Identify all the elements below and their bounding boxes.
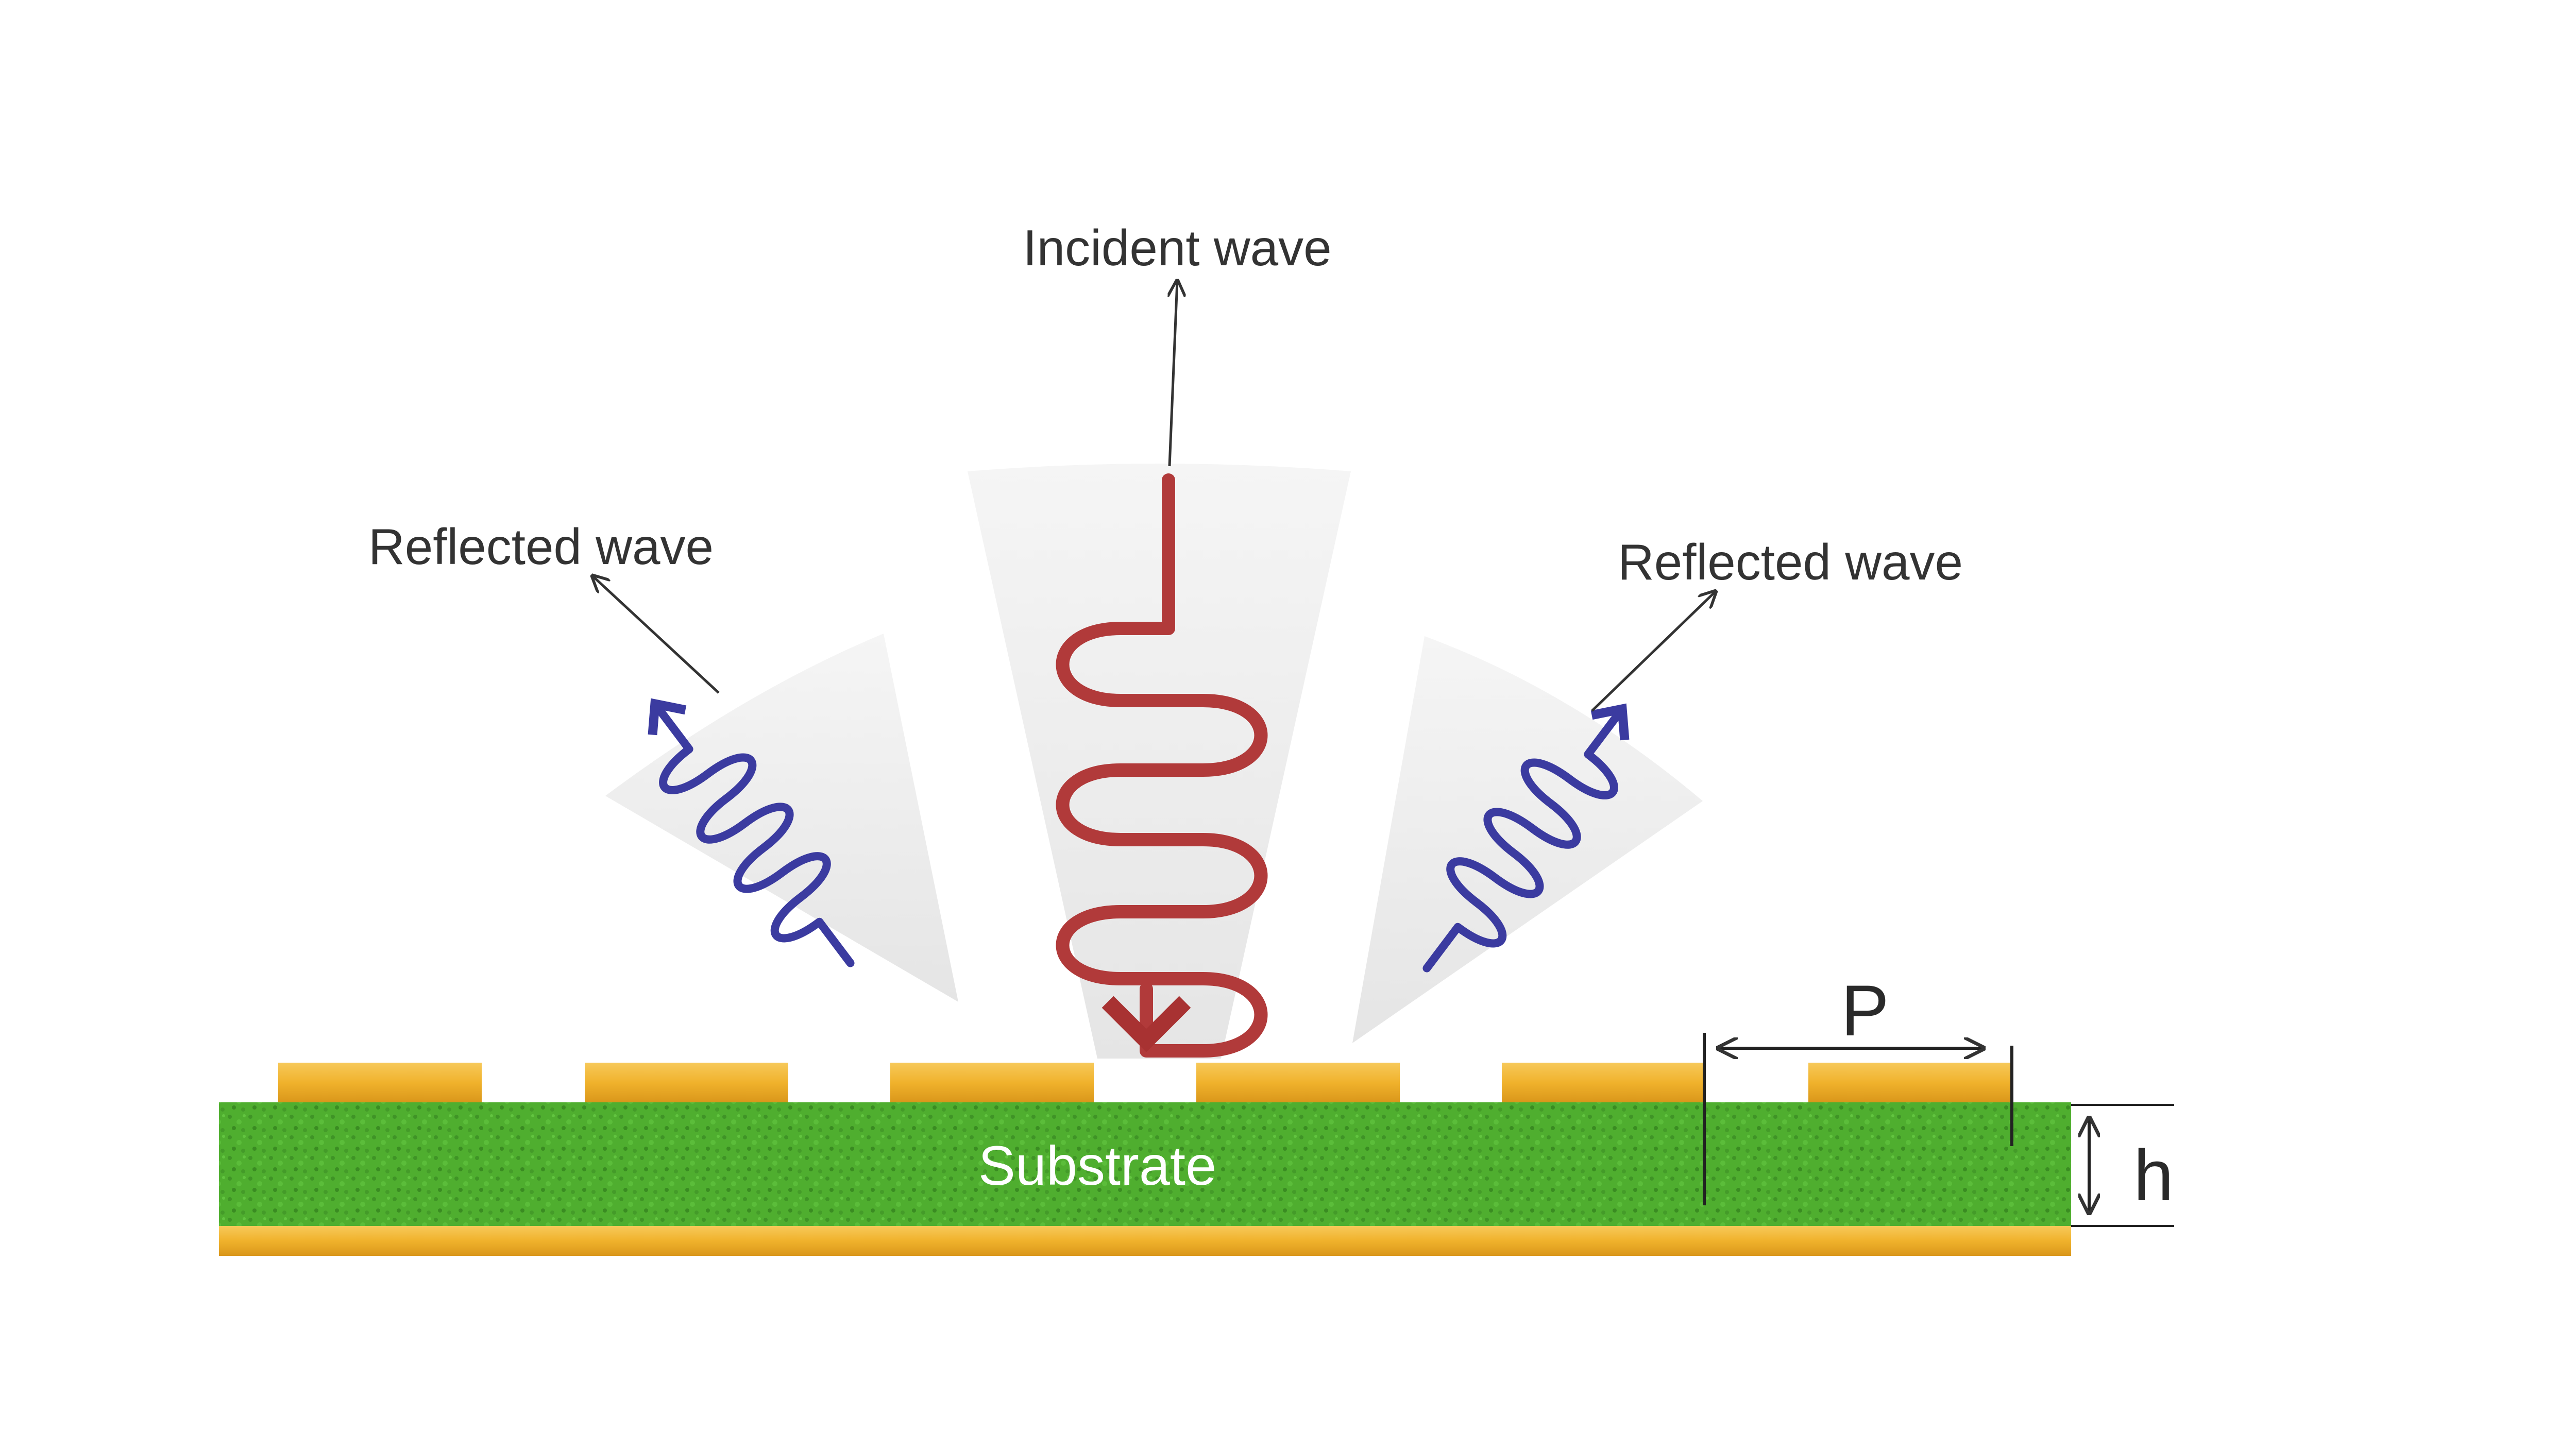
height-dimension: h [2071,1104,2174,1227]
metal-patch [1808,1063,2012,1103]
left-reflected-label-pointer [592,576,720,694]
metal-patch-array [278,1063,2012,1103]
left-reflected-wave [648,698,855,967]
left-reflected-arrowhead [648,698,687,736]
incident-wave-label: Incident wave [1023,219,1331,276]
ground-plane [219,1226,2071,1256]
right-reflected-wave-label: Reflected wave [1618,534,1963,590]
incident-label-pointer [1170,281,1177,467]
period-dimension: P [1703,970,2013,1205]
metal-patch [1196,1063,1400,1103]
period-label: P [1841,970,1889,1051]
right-reflected-arrowhead [1590,703,1630,741]
incident-arrowhead [1101,996,1191,1052]
right-reflected-wave [1422,703,1630,973]
metal-patch [278,1063,482,1103]
left-reflected-beam-cone [605,634,958,1002]
right-reflected-label-pointer [1591,591,1716,712]
substrate-layer [219,1102,2071,1226]
substrate-label: Substrate [978,1134,1216,1197]
right-reflected-beam-cone [1352,636,1703,1043]
metal-patch [890,1063,1094,1103]
incident-beam-cone [968,464,1351,1059]
left-reflected-wave-label: Reflected wave [368,518,714,575]
incident-wave [1056,473,1268,1058]
height-label: h [2133,1135,2174,1216]
metal-patch [585,1063,788,1103]
metal-patch [1502,1063,1705,1103]
